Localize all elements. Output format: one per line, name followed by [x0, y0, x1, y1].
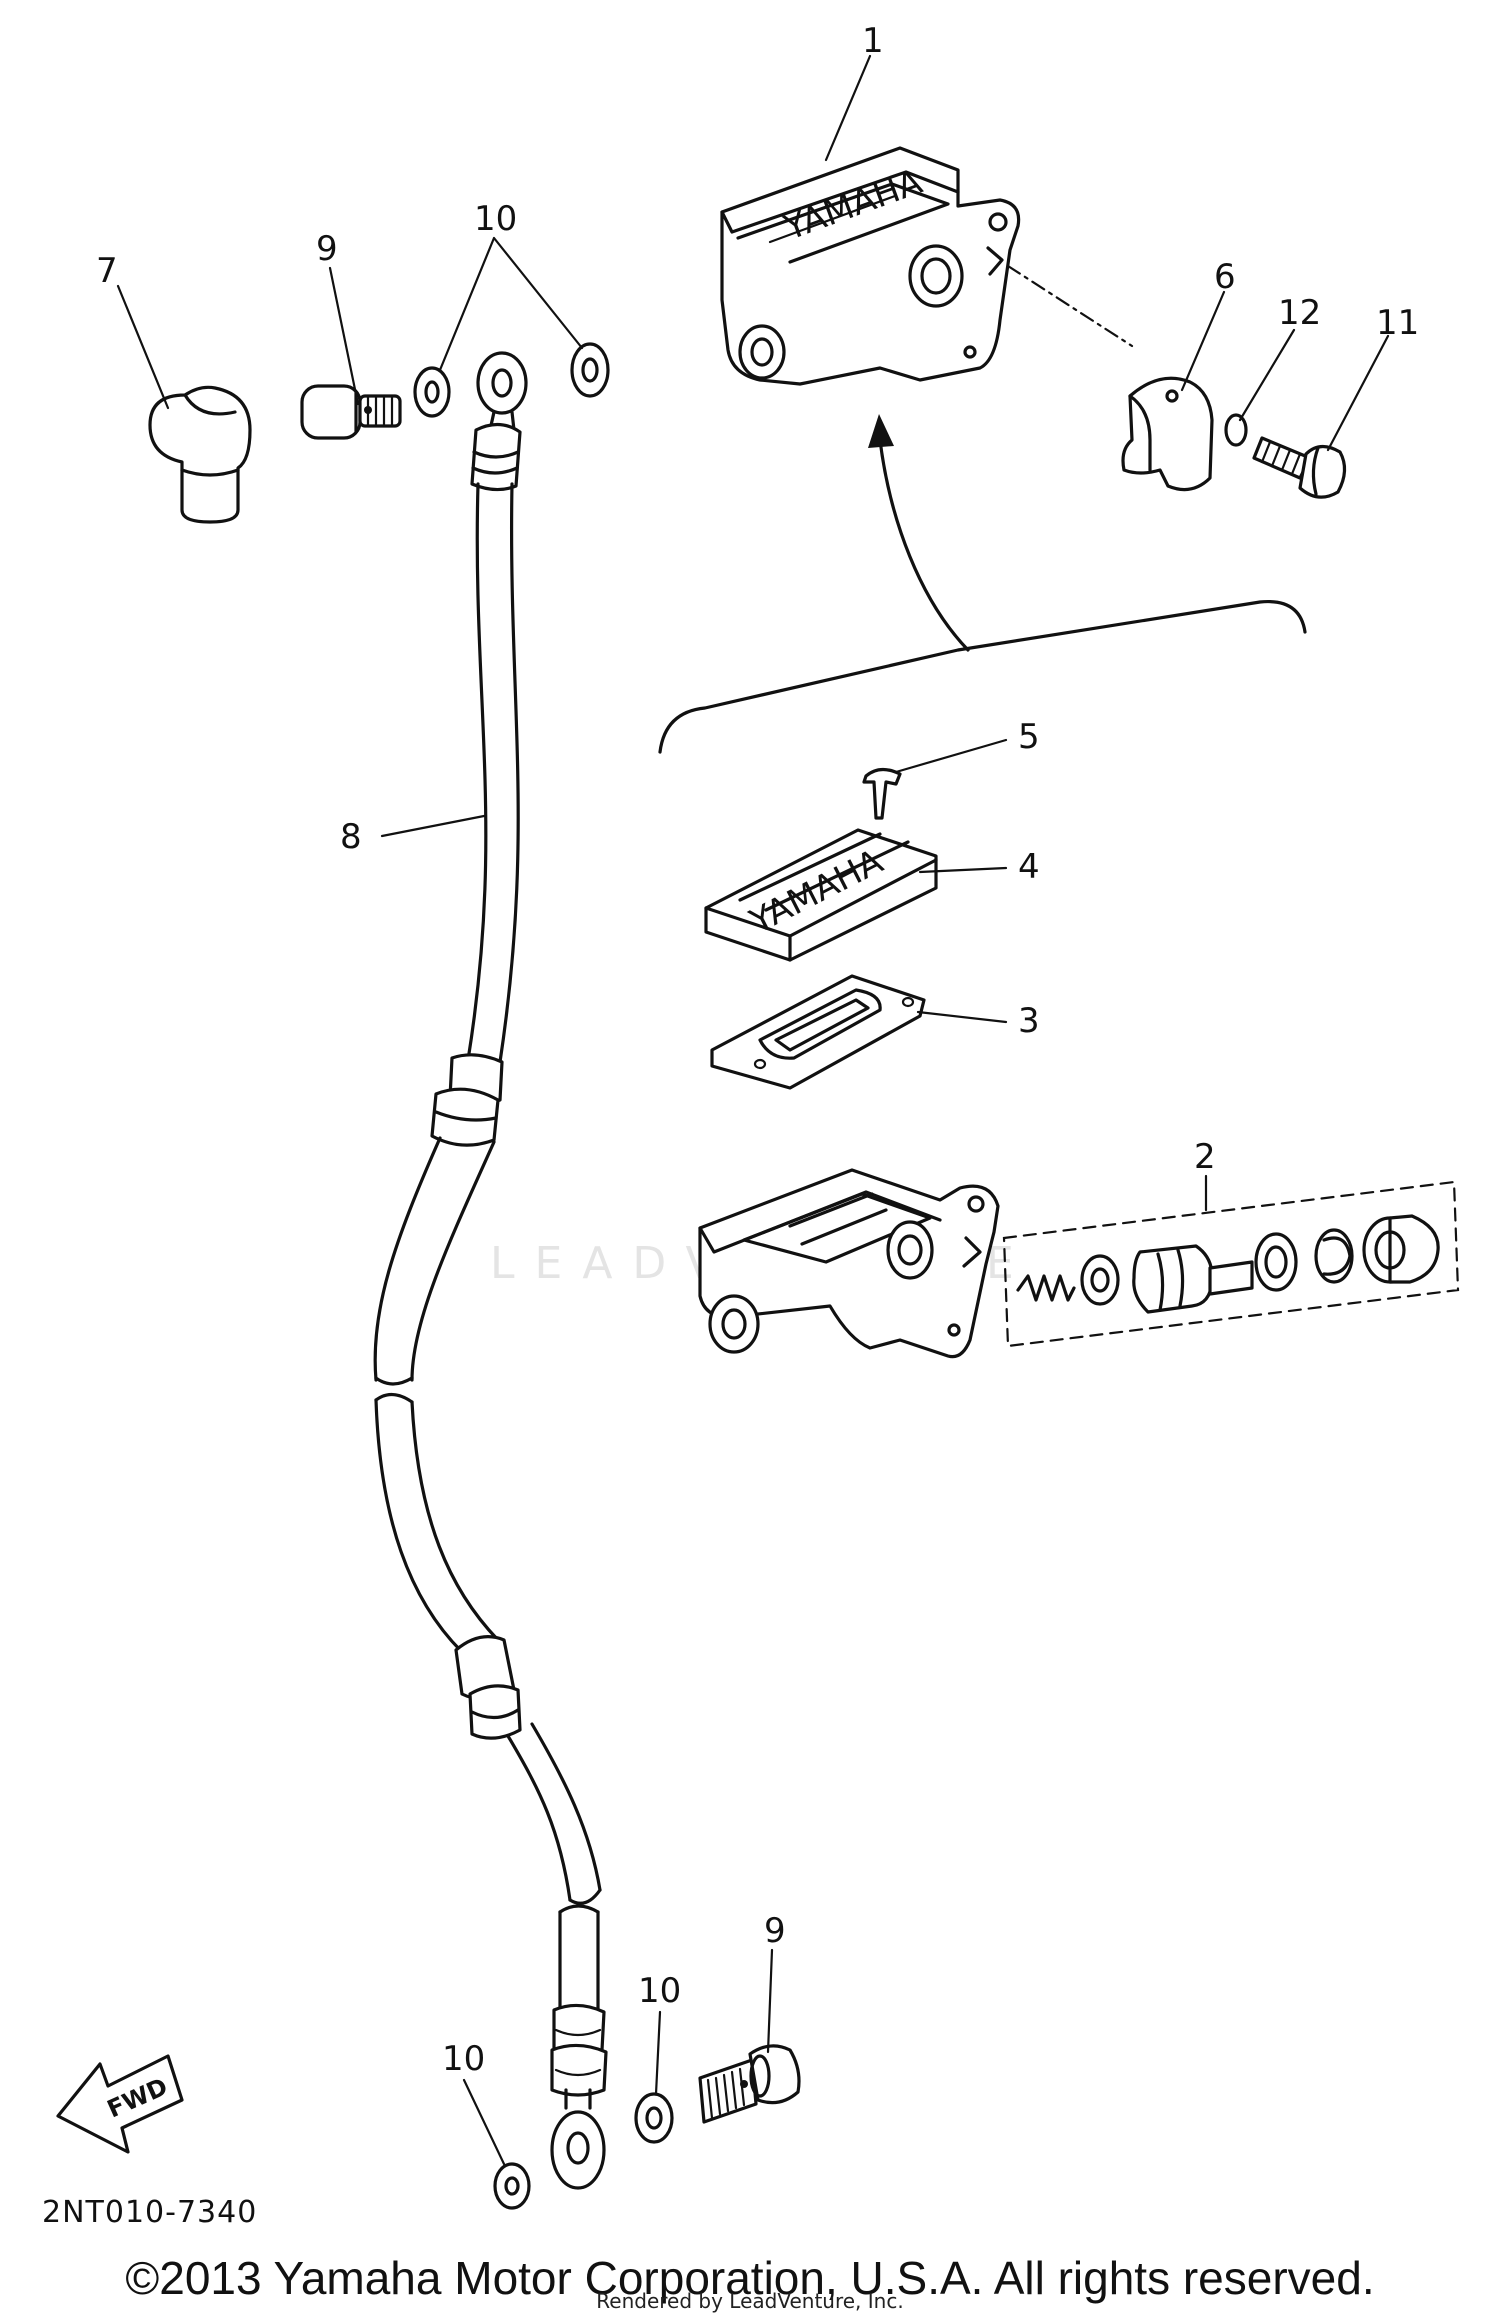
part-10-washer-bottom-left[interactable] — [493, 2162, 531, 2210]
callout-9-top: 9 — [316, 229, 338, 269]
part-10-washer-top-right[interactable] — [570, 342, 610, 398]
part-10-washer-top-left[interactable] — [413, 366, 451, 418]
part-7-cap[interactable] — [148, 385, 252, 524]
copyright-text: ©2013 Yamaha Motor Corporation, U.S.A. A… — [125, 2252, 1374, 2304]
callout-3: 3 — [1018, 1001, 1040, 1041]
callout-6: 6 — [1214, 257, 1236, 297]
assembly-dashdot-line — [1006, 264, 1134, 348]
callout-8: 8 — [340, 817, 362, 857]
callout-1: 1 — [862, 21, 884, 61]
part-5-screw[interactable] — [862, 767, 902, 820]
part-4-reservoir-cap[interactable]: YAMAHA — [704, 828, 938, 962]
part-12-washer[interactable] — [1224, 413, 1248, 447]
callout-4: 4 — [1018, 847, 1040, 887]
callout-12: 12 — [1278, 293, 1321, 333]
exploded-group-bracket — [658, 599, 1307, 754]
master-cylinder-body[interactable] — [698, 1168, 1000, 1359]
callout-2: 2 — [1194, 1137, 1216, 1177]
part-10-washer-bottom-right[interactable] — [634, 2092, 674, 2144]
fwd-arrow-icon: FWD — [56, 2054, 184, 2154]
part-8-brake-hose[interactable] — [373, 351, 608, 2190]
leader-lines — [116, 54, 1390, 2166]
part-6-holder[interactable] — [1121, 376, 1214, 492]
callout-7: 7 — [96, 251, 118, 291]
callout-11: 11 — [1376, 303, 1419, 343]
part-11-bolt[interactable] — [1252, 436, 1347, 499]
callout-10-top: 10 — [474, 199, 517, 239]
diagram-code: 2NT010-7340 — [42, 2195, 257, 2230]
part-2-piston-kit[interactable] — [1002, 1180, 1460, 1348]
rendered-by-text: Rendered by LeadVenture, Inc. — [596, 2289, 903, 2313]
part-3-diaphragm[interactable] — [710, 974, 926, 1090]
callout-9-bottom: 9 — [764, 1911, 786, 1951]
callout-10-bottom-right: 10 — [638, 1971, 681, 2011]
callout-5: 5 — [1018, 717, 1040, 757]
callout-10-bottom-left: 10 — [442, 2039, 485, 2079]
part-1-master-cylinder-assembly[interactable]: YAMAHA — [720, 146, 1021, 386]
assembly-arrow — [868, 414, 970, 652]
part-9-union-bolt-top[interactable] — [300, 384, 402, 440]
part-9-union-bolt-bottom[interactable] — [698, 2044, 801, 2124]
